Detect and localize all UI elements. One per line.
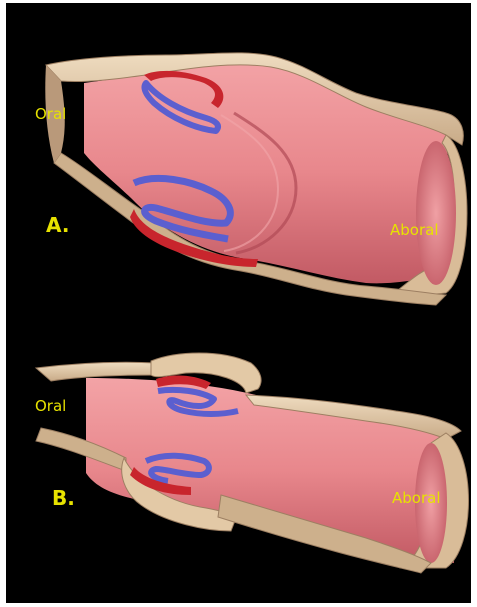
panel-a-oral-label: Oral — [35, 105, 66, 123]
panel-a-aboral-opening — [416, 141, 456, 285]
panel-a-label: A. — [46, 213, 69, 237]
figure-frame: Oral A. Aboral Oral B. Aboral — [6, 3, 471, 603]
panel-b-oral-label: Oral — [35, 397, 66, 415]
diagram-canvas: Oral A. Aboral Oral B. Aboral — [6, 3, 471, 603]
panel-b-aboral-label: Aboral — [392, 489, 441, 507]
panel-b-label: B. — [52, 486, 75, 510]
panel-a-lumen — [84, 61, 454, 284]
panel-a-aboral-label: Aboral — [390, 221, 439, 239]
panel-a: Oral A. Aboral — [35, 53, 467, 305]
panel-b: Oral B. Aboral — [35, 353, 469, 573]
